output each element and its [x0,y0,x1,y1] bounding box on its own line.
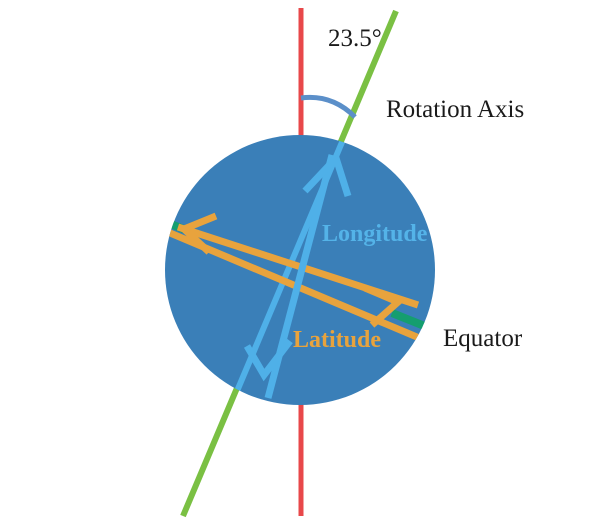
tick-mark-right-icon [390,309,429,331]
arrow-right-icon [363,284,405,328]
globe-interior-group [165,135,429,405]
axial-tilt-angle-label: 23.5° [328,25,382,52]
arrow-left-icon [177,212,218,255]
arrow-up-icon [302,151,352,198]
angle-arc [300,94,357,119]
rotation-axis-label: Rotation Axis [386,96,525,123]
arrow-down-icon [243,338,293,382]
longitude-label: Longitude [322,221,428,247]
equator-label: Equator [443,325,523,352]
latitude-label: Latitude [293,327,382,353]
